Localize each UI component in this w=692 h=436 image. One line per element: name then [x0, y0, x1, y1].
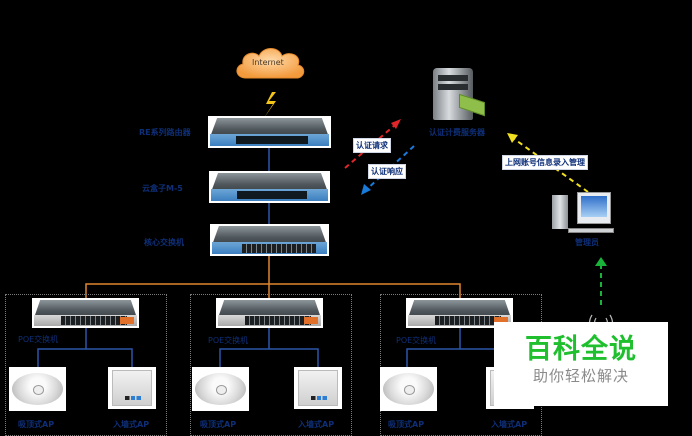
- core-switch-label: 核心交换机: [144, 238, 184, 247]
- internet-cloud-icon: [236, 48, 305, 79]
- lightning-bolt-icon: [264, 92, 276, 118]
- router-device: [208, 116, 331, 148]
- pc-monitor-icon: [577, 192, 611, 224]
- auth-server-label: 认证计费服务器: [429, 128, 485, 137]
- wall-ap-icon: [294, 367, 342, 409]
- auth-request-arrow: [344, 123, 397, 169]
- pc-tower-icon: [552, 195, 568, 229]
- watermark-subtitle: 助你轻松解决: [532, 367, 629, 385]
- admin-label: 管理员: [575, 238, 599, 247]
- ceiling-ap-label: 吸顶式AP: [388, 420, 425, 429]
- auth-response-label: 认证响应: [368, 164, 406, 179]
- wall-ap-label: 入墙式AP: [491, 420, 528, 429]
- keyboard-icon: [568, 228, 614, 233]
- auth-request-arrowhead-icon: [391, 119, 401, 129]
- cloudbox-device: [209, 171, 330, 203]
- wall-ap-label: 入墙式AP: [298, 420, 335, 429]
- internet-label: Internet: [252, 58, 284, 67]
- auth-response-arrow: [365, 145, 415, 191]
- wireless-arrowhead-icon: [595, 257, 607, 266]
- wall-ap-icon: [108, 367, 156, 409]
- poe-switch-device: [406, 298, 513, 328]
- auth-response-arrowhead-icon: [361, 184, 371, 195]
- poe-switch-label: POE交换机: [396, 336, 437, 345]
- auth-request-label: 认证请求: [353, 138, 391, 153]
- poe-switch-device: [32, 298, 139, 328]
- ceiling-ap-icon: [192, 367, 249, 411]
- ceiling-ap-label: 吸顶式AP: [18, 420, 55, 429]
- ceiling-ap-icon: [9, 367, 66, 411]
- poe-switch-device: [216, 298, 323, 328]
- management-arrowhead-icon: [507, 133, 518, 143]
- watermark-badge: 百科全说 助你轻松解决: [494, 322, 668, 406]
- poe-switch-label: POE交换机: [208, 336, 249, 345]
- auth-server-icon: [433, 68, 473, 120]
- wall-ap-label: 入墙式AP: [113, 420, 150, 429]
- link-poe1-aps: [37, 348, 133, 368]
- core-switch-device: [210, 224, 329, 256]
- ceiling-ap-icon: [380, 367, 437, 411]
- ceiling-ap-label: 吸顶式AP: [200, 420, 237, 429]
- cloudbox-label: 云盒子M-5: [142, 184, 183, 193]
- router-label: RE系列路由器: [139, 128, 191, 137]
- link-orange-bus: [85, 283, 461, 300]
- poe-switch-label: POE交换机: [18, 335, 59, 344]
- account-management-label: 上网账号信息录入管理: [502, 155, 588, 170]
- watermark-title: 百科全说: [525, 334, 637, 365]
